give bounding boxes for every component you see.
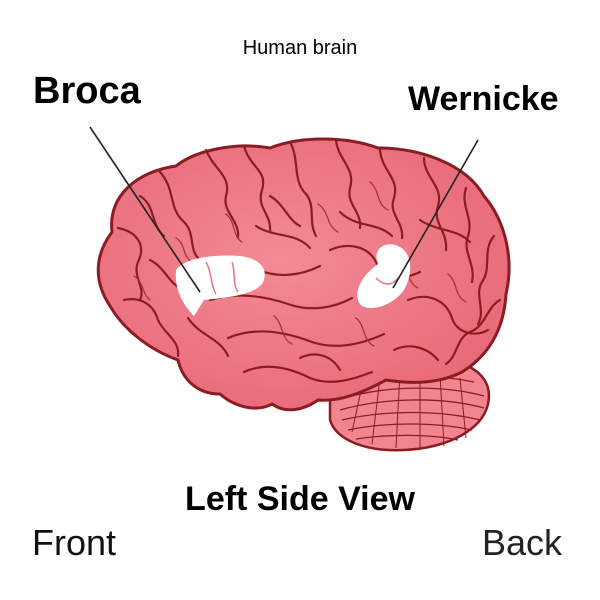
broca-pointer-line bbox=[89, 126, 201, 293]
diagram-title: Human brain bbox=[242, 37, 358, 59]
broca-label: Broca bbox=[33, 70, 141, 112]
wernicke-label: Wernicke bbox=[408, 80, 559, 118]
view-caption: Left Side View bbox=[185, 480, 415, 518]
front-label: Front bbox=[32, 522, 117, 563]
cerebrum bbox=[96, 137, 511, 412]
back-label: Back bbox=[482, 522, 563, 563]
wernicke-pointer-line bbox=[392, 139, 479, 289]
wernicke-area bbox=[357, 244, 411, 309]
broca-area bbox=[175, 255, 265, 316]
